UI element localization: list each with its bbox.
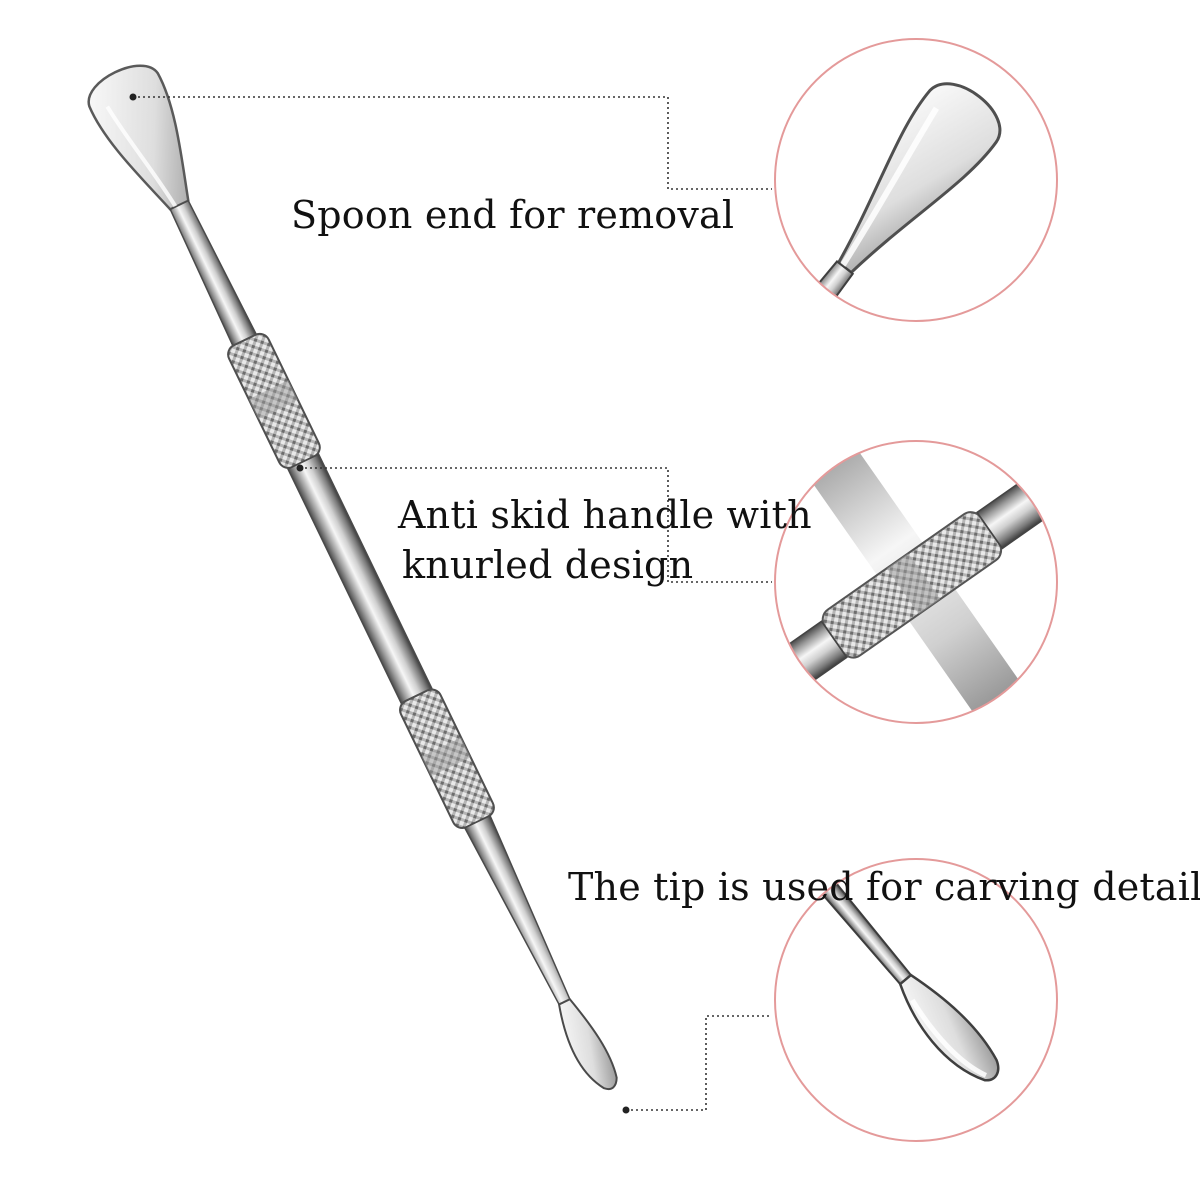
- leader-lines: [133, 96, 772, 1111]
- carving-tip-caption: The tip is used for carving details: [568, 865, 1200, 909]
- spoon-end-caption: Spoon end for removal: [291, 193, 735, 237]
- main-tool: [87, 64, 618, 1091]
- bottom-carving-tip: [557, 997, 618, 1091]
- knurled-handle-caption-line-1: Anti skid handle with: [398, 493, 812, 537]
- spoon-end-zoom: [774, 38, 1058, 322]
- carving-tip-zoom: [774, 858, 1058, 1142]
- top-spoon-end: [87, 64, 190, 211]
- knurled-handle-caption: Anti skid handle with knurled design: [398, 490, 812, 590]
- knurled-handle-caption-line-2: knurled design: [402, 543, 694, 587]
